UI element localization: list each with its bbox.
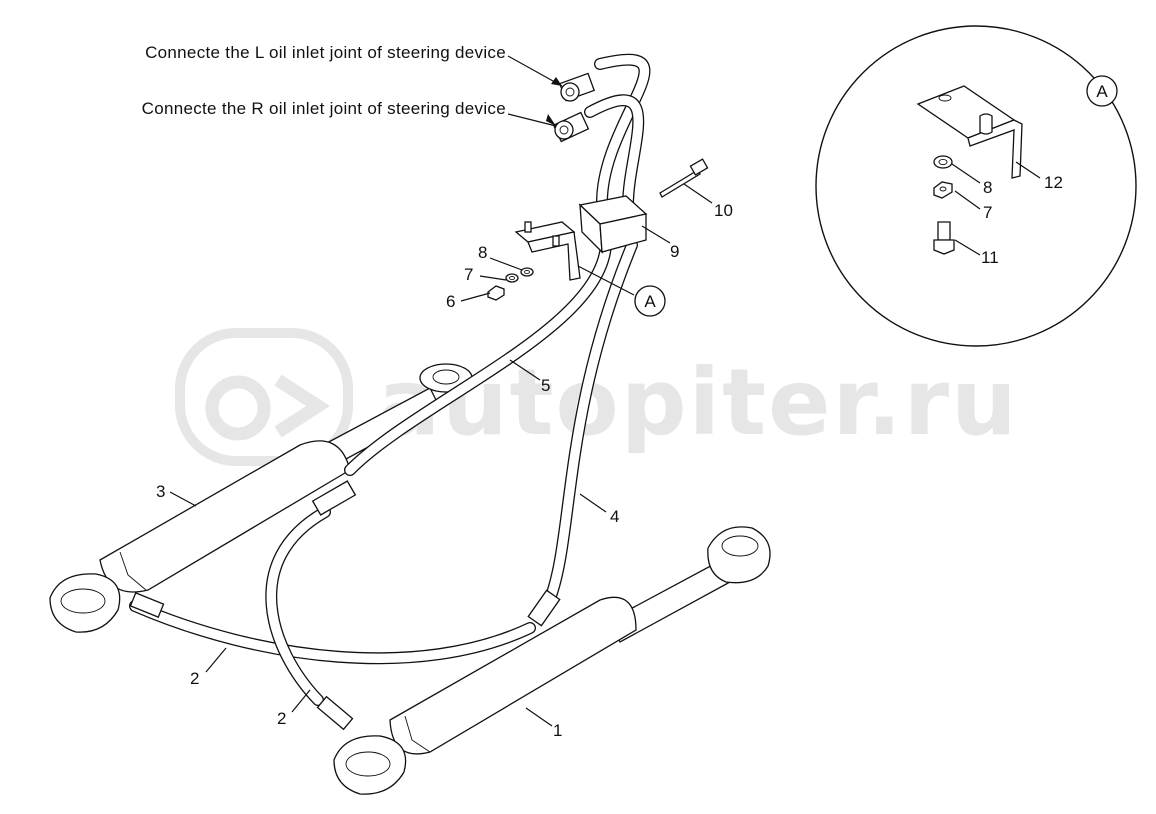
leader-12: [1015, 161, 1041, 179]
leader-8-detail: [951, 163, 981, 184]
part-label-3: 3: [156, 482, 165, 501]
callout-l-inlet: Connecte the L oil inlet joint of steeri…: [145, 43, 506, 62]
part-label-8: 8: [478, 243, 487, 262]
detail-a-marker-top-label: A: [1096, 82, 1108, 101]
leader-8: [489, 257, 523, 271]
cylinder-3-rod-eye-hole: [432, 369, 460, 385]
hoses-4-5: [344, 53, 651, 627]
cylinder-1-base-eye-hole: [345, 751, 391, 777]
detail-a-marker-main-label: A: [644, 292, 656, 311]
part-label-8-detail: 8: [983, 178, 992, 197]
leader-4: [579, 493, 607, 513]
leader-7-detail: [954, 190, 981, 210]
watermark-logo-arrow: [274, 374, 330, 438]
callout-r-inlet: Connecte the R oil inlet joint of steeri…: [142, 99, 506, 118]
arrow-l-inlet: [551, 77, 562, 86]
bracket-stud-1: [524, 221, 532, 233]
bolt-10-head: [689, 158, 709, 176]
cylinder-1-gland: [404, 715, 431, 753]
nut-6-main: [487, 285, 505, 301]
part-label-4: 4: [610, 507, 619, 526]
washer-8-main: [520, 267, 534, 277]
part-label-1: 1: [553, 721, 562, 740]
watermark: autopiter.ru: [175, 328, 1019, 466]
part-label-2-lower: 2: [190, 669, 199, 688]
part-label-6: 6: [446, 292, 455, 311]
hose-upper-l-fill: [595, 55, 650, 210]
hose-4-fitting: [527, 589, 561, 627]
hose-5-fill: [345, 240, 611, 475]
leader-6: [460, 292, 491, 302]
nut-7-detail: [933, 181, 953, 199]
l-inlet-fitting: [558, 72, 596, 102]
leader-5: [509, 359, 541, 381]
watermark-logo-frame: [175, 328, 353, 466]
detail-a-marker-main: [634, 285, 666, 317]
washer-8-detail: [933, 155, 953, 169]
part-label-10: 10: [714, 201, 733, 220]
nut-7-main: [505, 273, 519, 283]
leader-10: [683, 183, 713, 204]
leader-2a: [205, 647, 227, 673]
hose-4-fill: [543, 240, 637, 609]
detail-a-circle: [815, 25, 1137, 347]
clamp-assembly: [487, 158, 709, 301]
leader-l-inlet: [507, 55, 563, 87]
hose-2-upper-fill: [266, 507, 330, 705]
leader-2b: [291, 689, 311, 713]
part-label-7: 7: [464, 265, 473, 284]
part-label-11-detail: 11: [981, 248, 999, 267]
leader-1: [525, 707, 553, 727]
leader-lines: [169, 55, 1041, 727]
bracket-12-hole: [938, 94, 952, 102]
bracket-stud-2: [552, 235, 560, 247]
r-inlet-fitting: [552, 111, 590, 143]
part-label-9: 9: [670, 242, 679, 261]
hose-2-fitting-left: [129, 592, 165, 618]
detail-a-marker-top: [1086, 75, 1118, 107]
detail-a-view: A: [815, 25, 1137, 347]
cylinder-1-rod-eye: [707, 526, 771, 584]
hose-2-lower-fill: [130, 601, 535, 663]
leader-9: [641, 225, 671, 244]
bracket-12-leg: [967, 119, 1023, 179]
hose-2-cross: [129, 480, 536, 731]
bracket-leg: [527, 231, 581, 281]
cylinder-1-rod-eye-hole: [721, 535, 759, 557]
arrow-r-inlet: [546, 114, 556, 126]
cylinder-3-base-eye: [49, 573, 121, 633]
clamp-9-front: [599, 213, 647, 253]
watermark-text: autopiter.ru: [378, 349, 1019, 456]
hose-2-fitting-bottom: [316, 695, 354, 731]
hose-upper-r-fill: [585, 95, 643, 210]
part-label-12: 12: [1044, 173, 1063, 192]
cylinder-3-gland: [119, 551, 147, 591]
cylinder-1-barrel: [389, 596, 637, 755]
hose-2-tee-fitting: [311, 480, 357, 516]
cylinder-3-base-eye-hole: [60, 588, 106, 614]
part-label-2-upper: 2: [277, 709, 286, 728]
leader-7: [479, 275, 507, 281]
bracket-12-stud: [979, 113, 993, 135]
cylinder-1-base-eye: [333, 735, 407, 795]
leader-11-detail: [954, 239, 981, 256]
bolt-10-shank: [659, 169, 701, 198]
part-label-7-detail: 7: [983, 203, 992, 222]
bolt-11-detail: [933, 221, 955, 255]
part-label-5: 5: [541, 376, 550, 395]
leader-3: [169, 491, 197, 507]
leader-a: [577, 265, 635, 296]
watermark-logo-a: [205, 375, 271, 441]
cylinder-1: [333, 526, 771, 795]
leader-r-inlet: [507, 113, 557, 127]
